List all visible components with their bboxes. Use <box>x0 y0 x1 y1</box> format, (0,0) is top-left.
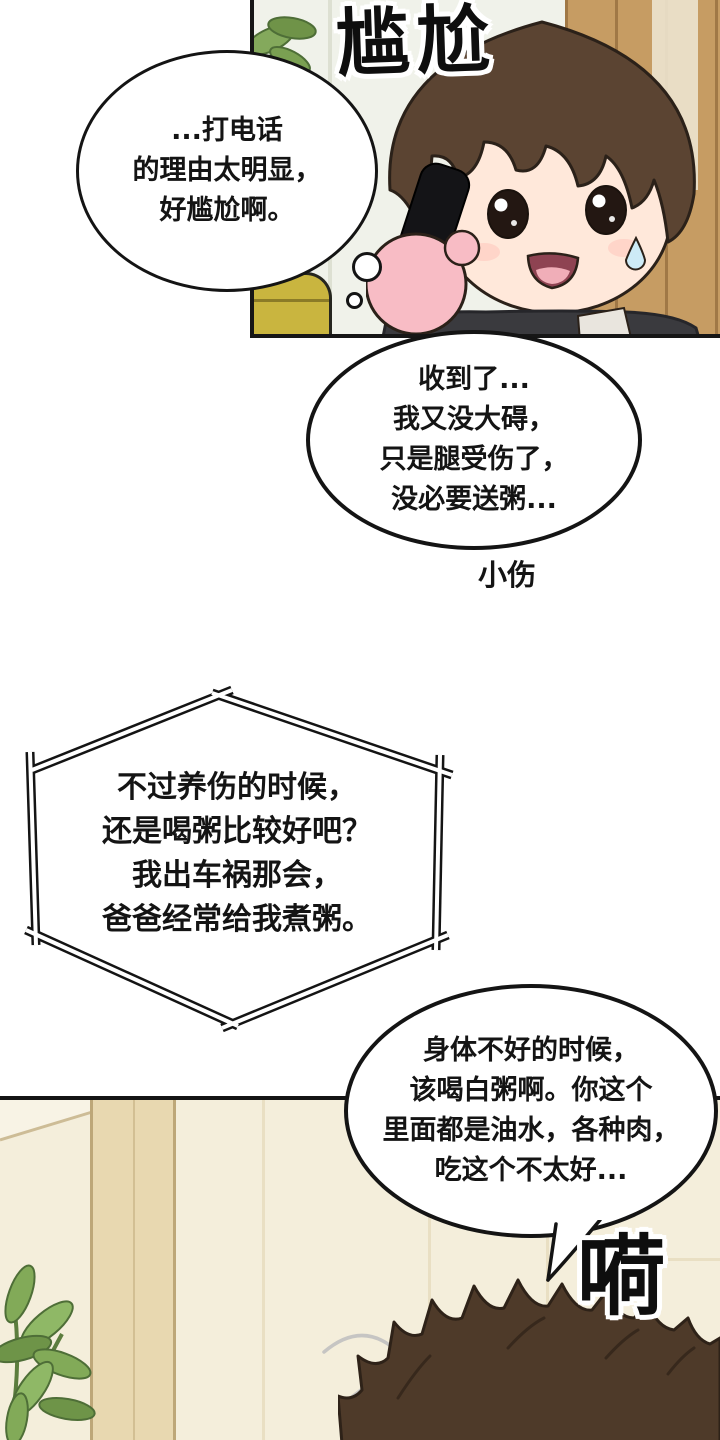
character-man <box>366 20 700 334</box>
wall-seam <box>262 1100 265 1440</box>
dialogue-line: 没必要送粥... <box>391 483 557 515</box>
dialogue-line: 的理由太明显， <box>132 155 322 187</box>
wall-seam <box>612 1258 720 1261</box>
character-eyes <box>487 185 627 239</box>
dialogue-line: 吃这个不太好... <box>434 1154 628 1186</box>
caption-line: 还是喝粥比较好吧？ <box>102 814 372 850</box>
speech-2-text: 身体不好的时候， 该喝白粥啊。你这个 里面都是油水，各种肉， 吃这个不太好... <box>383 1031 680 1191</box>
caption-small-injury: 小伤 <box>478 558 537 592</box>
sweat-drop-icon <box>624 235 647 271</box>
shirt-light-patch <box>576 306 632 334</box>
character-hand <box>366 229 481 334</box>
sfx-heh: 嗬 <box>577 1225 666 1328</box>
plant-icon <box>0 1264 96 1440</box>
character-hair <box>388 20 696 244</box>
thought-text: ...打电话 的理由太明显， 好尴尬啊。 <box>133 111 322 231</box>
hex-caption-frame <box>24 685 454 1033</box>
dialogue-line: 身体不好的时候， <box>423 1035 639 1067</box>
wall-seam <box>428 1100 431 1440</box>
wall-seam <box>546 1100 549 1440</box>
caption-line: 我出车祸那会， <box>132 858 342 894</box>
dialogue-line: 好尴尬啊。 <box>159 194 295 226</box>
dialogue-line: 收到了... <box>418 364 530 396</box>
thought-bubble: ...打电话 的理由太明显， 好尴尬啊。 <box>76 50 378 292</box>
dialogue-line: 里面都是油水，各种肉， <box>382 1115 680 1146</box>
dialogue-line: 只是腿受伤了， <box>379 444 569 475</box>
panel-top <box>250 0 720 338</box>
hex-caption-text: 不过养伤的时候， 还是喝粥比较好吧？ 我出车祸那会， 爸爸经常给我煮粥。 <box>22 766 452 942</box>
caption-line: 爸爸经常给我煮粥。 <box>102 902 372 938</box>
speech-bubble-1: 收到了... 我又没大碍， 只是腿受伤了， 没必要送粥... <box>306 330 642 550</box>
character-mouth <box>526 252 580 290</box>
thought-trail-bubble <box>352 252 382 282</box>
door-frame <box>90 1100 176 1440</box>
dialogue-line: ...打电话 <box>171 115 283 147</box>
dialogue-line: 该喝白粥啊。你这个 <box>409 1075 653 1107</box>
speech-bubble-2: 身体不好的时候， 该喝白粥啊。你这个 里面都是油水，各种肉， 吃这个不太好... <box>344 984 718 1238</box>
sfx-awkward: 尴尬 <box>334 0 498 88</box>
caption-line: 不过养伤的时候， <box>117 770 357 805</box>
speech-bubble-2-tail <box>546 1220 602 1282</box>
character-hair-back <box>338 1278 720 1440</box>
thought-trail-bubble <box>346 292 363 309</box>
speech-1-text: 收到了... 我又没大碍， 只是腿受伤了， 没必要送粥... <box>380 360 569 520</box>
dialogue-line: 我又没大碍， <box>393 404 555 436</box>
